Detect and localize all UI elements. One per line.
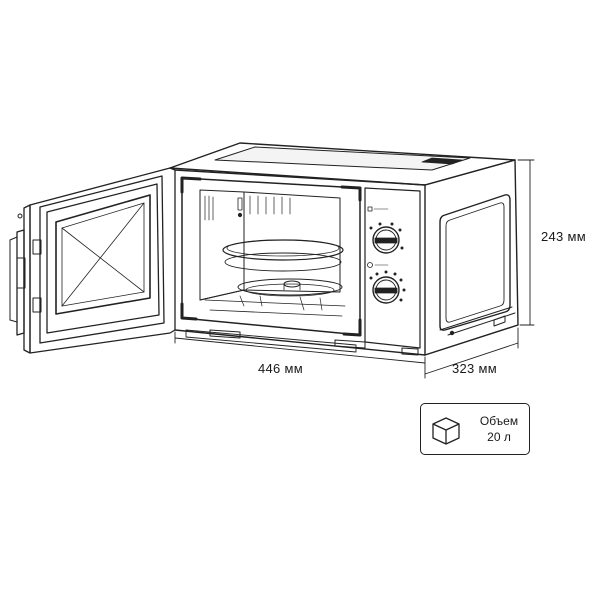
volume-value: 20 л [487, 430, 511, 444]
open-door [9, 167, 176, 354]
volume-badge: Объем 20 л [420, 403, 530, 455]
height-label: 243 мм [541, 229, 586, 244]
width-label: 446 мм [258, 361, 303, 376]
cavity [180, 176, 362, 353]
cube-icon [432, 417, 460, 445]
depth-dimension-line [424, 342, 519, 375]
microwave-body [169, 142, 519, 356]
width-dimension-line [174, 337, 426, 364]
control-panel [364, 187, 421, 349]
dimension-lines [174, 159, 535, 379]
depth-label: 323 мм [452, 361, 497, 376]
volume-title: Объем [479, 414, 519, 428]
